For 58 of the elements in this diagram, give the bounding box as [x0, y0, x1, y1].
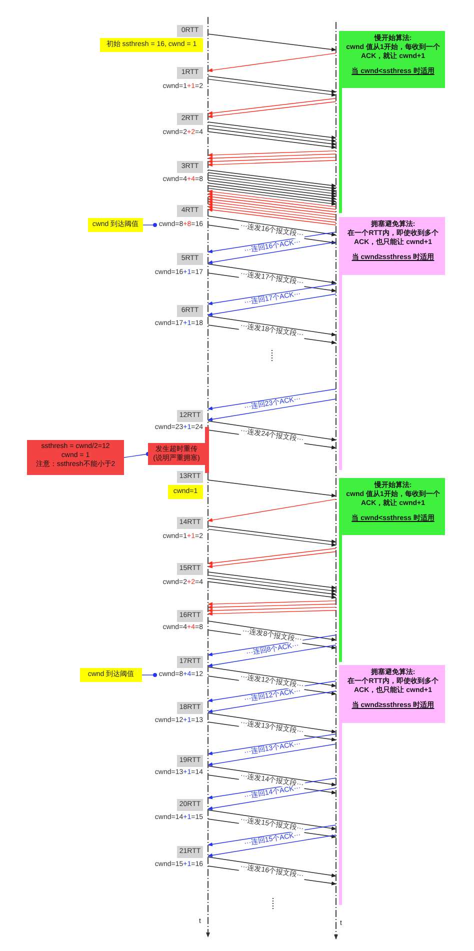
arrow	[208, 101, 336, 118]
arrow	[208, 666, 336, 688]
arrow	[208, 122, 336, 140]
arrow	[208, 316, 336, 336]
arrow	[208, 232, 336, 254]
arrow	[208, 581, 336, 600]
arrow	[208, 610, 336, 616]
arrow	[208, 480, 336, 498]
arrow	[208, 526, 336, 544]
arrow	[208, 150, 336, 158]
arrow	[208, 834, 336, 858]
arrow	[208, 551, 336, 568]
arrow	[208, 810, 336, 830]
arrow	[208, 98, 336, 116]
arrow	[208, 744, 336, 766]
arrow	[208, 690, 336, 714]
arrow	[208, 198, 336, 215]
arrow	[208, 156, 336, 164]
arrow	[208, 124, 336, 143]
arrow	[208, 766, 336, 786]
arrow	[208, 572, 336, 590]
arrow	[208, 578, 336, 596]
connector-line	[142, 223, 157, 227]
arrow	[208, 294, 336, 316]
arrow	[208, 52, 336, 72]
arrow	[208, 284, 336, 306]
arrow	[208, 78, 336, 97]
arrow	[208, 131, 336, 150]
arrow	[208, 600, 336, 606]
arrow	[208, 604, 336, 610]
arrow	[208, 574, 336, 593]
arrow	[208, 170, 336, 188]
arrow	[208, 620, 336, 642]
arrow	[208, 154, 336, 160]
arrow	[208, 76, 336, 94]
arrow	[208, 420, 336, 442]
arrow	[208, 216, 336, 236]
arrow	[208, 34, 336, 52]
arrow	[208, 388, 336, 410]
arrow	[208, 548, 336, 566]
arrow	[208, 398, 336, 422]
arrow	[208, 788, 336, 810]
arrow	[208, 712, 336, 734]
arrow	[208, 606, 336, 612]
arrow	[208, 128, 336, 146]
arrow	[208, 734, 336, 756]
arrow	[208, 264, 336, 284]
connector-line	[142, 673, 157, 677]
arrow	[208, 242, 336, 264]
connector-line	[124, 452, 150, 458]
arrow	[208, 856, 336, 878]
arrow	[208, 634, 336, 656]
arrow	[208, 498, 336, 522]
arrow	[208, 644, 336, 668]
arrow	[208, 528, 336, 547]
arrow	[208, 824, 336, 846]
note-box	[27, 440, 124, 475]
arrow	[208, 160, 336, 167]
